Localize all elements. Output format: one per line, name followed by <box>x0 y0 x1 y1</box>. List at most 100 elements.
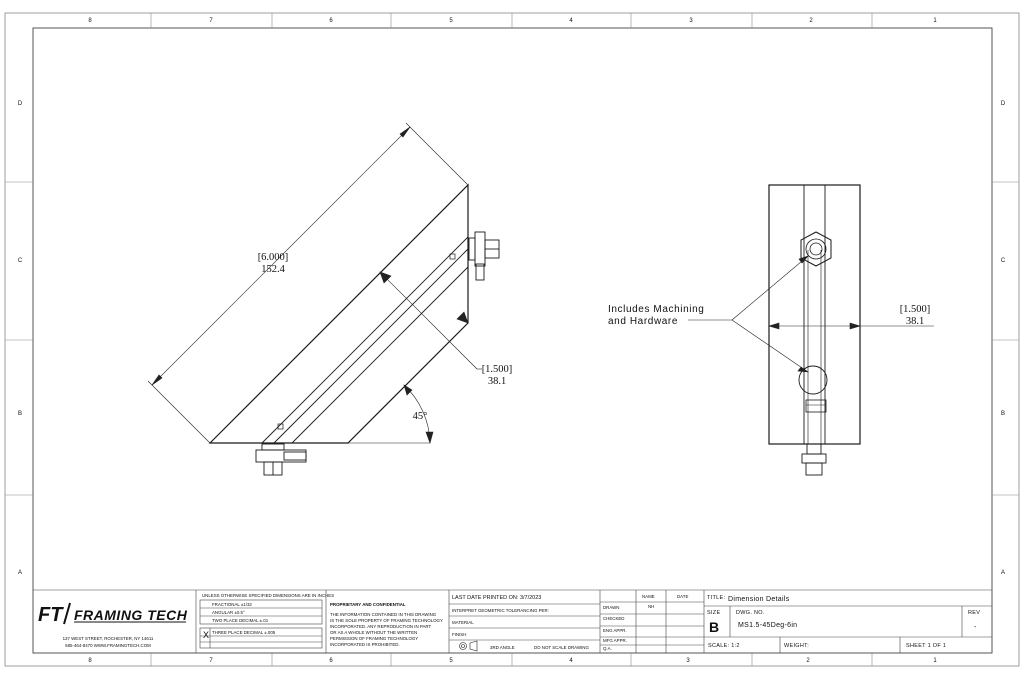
svg-text:DRAWN: DRAWN <box>603 605 619 610</box>
dim-length-mm: 152.4 <box>261 264 285 275</box>
zone-right-a: A <box>1001 570 1005 576</box>
arrow-angle-a <box>403 384 413 396</box>
note-leader-up <box>731 255 809 321</box>
bottom-bolt <box>255 443 307 476</box>
arrow-width-b <box>456 311 469 324</box>
zone-bottom-6: 6 <box>329 658 333 664</box>
tab-mark-bottom <box>277 423 284 430</box>
tolerance-text: UNLESS OTHERWISE SPECIFIED DIMENSIONS AR… <box>202 593 334 635</box>
svg-text:ENG APPR.: ENG APPR. <box>603 628 627 633</box>
svg-text:REV: REV <box>968 610 980 616</box>
note-line-2: and Hardware <box>608 316 678 327</box>
svg-text:TWO PLACE DECIMAL ±.01: TWO PLACE DECIMAL ±.01 <box>212 618 269 623</box>
dim-line-width <box>379 271 478 370</box>
dim-angle: 45° <box>413 411 428 422</box>
svg-text:IS THE SOLE PROPERTY OF FRAMIN: IS THE SOLE PROPERTY OF FRAMING TECHNOLO… <box>330 618 443 623</box>
svg-text:TITLE:: TITLE: <box>707 595 725 601</box>
third-angle-label: 3RD ANGLE <box>490 645 515 650</box>
left-view <box>208 183 500 476</box>
proprietary-notice: PROPRIETARY AND CONFIDENTIAL THE INFORMA… <box>330 602 443 647</box>
svg-text:NH: NH <box>648 604 654 609</box>
zone-bottom-7: 7 <box>209 658 213 664</box>
dim-width-mm: 38.1 <box>488 376 506 387</box>
extrusion-outline <box>208 183 469 444</box>
logo-mark: FT <box>38 604 64 626</box>
zone-top-2: 2 <box>809 18 813 24</box>
outer-border <box>4 12 1020 667</box>
lower-fastener <box>798 365 828 395</box>
last-printed: LAST DATE PRINTED ON: 3/7/2023 <box>452 595 541 601</box>
tab-mark-right <box>449 253 456 260</box>
zone-top-3: 3 <box>689 18 693 24</box>
svg-text:Q.A.: Q.A. <box>603 646 612 651</box>
zone-top-4: 4 <box>569 18 573 24</box>
zone-top-1: 1 <box>933 18 937 24</box>
svg-text:PERMISSION OF FRAMING TECHNOLO: PERMISSION OF FRAMING TECHNOLOGY <box>330 636 418 641</box>
slot-line-1 <box>261 236 469 444</box>
arrow-length-a <box>151 374 163 386</box>
zone-top-6: 6 <box>329 18 333 24</box>
finish-label: FINISH <box>452 632 466 637</box>
drawing-title: Dimension Details <box>728 596 790 603</box>
zone-right-d: D <box>1001 101 1006 107</box>
zone-left-b: B <box>18 411 22 417</box>
slot-detail <box>805 399 827 413</box>
svg-text:UNLESS OTHERWISE SPECIFIED DIM: UNLESS OTHERWISE SPECIFIED DIMENSIONS AR… <box>202 593 334 598</box>
nut-circle-outer <box>805 238 827 260</box>
scale: SCALE: 1:2 <box>708 643 740 649</box>
inner-border <box>32 27 993 654</box>
slot-line-3 <box>291 266 469 444</box>
svg-text:ANGULAR ±0.5°: ANGULAR ±0.5° <box>212 610 245 615</box>
dim-end-width-inch: [1.500] <box>900 304 931 315</box>
arrow-end-a <box>767 322 780 330</box>
svg-text:OR AS A WHOLE WITHOUT THE WRIT: OR AS A WHOLE WITHOUT THE WRITTEN <box>330 630 417 635</box>
note-line-1: Includes Machining <box>608 304 704 315</box>
right-view <box>768 184 861 476</box>
zone-top-5: 5 <box>449 18 453 24</box>
zone-bottom-3: 3 <box>686 658 690 664</box>
zone-ticks <box>5 13 1019 666</box>
zone-bottom-2: 2 <box>806 658 810 664</box>
svg-text:MFG APPR.: MFG APPR. <box>603 638 627 643</box>
print-block: LAST DATE PRINTED ON: 3/7/2023 INTERPRET… <box>452 595 589 652</box>
company-contact: 585-464-8470 WWW.FRAMINGTECH.COM <box>65 643 151 648</box>
revision: - <box>974 624 977 631</box>
company-logo: FT FRAMING TECH <box>36 600 188 626</box>
zone-right-c: C <box>1001 258 1006 264</box>
zone-bottom-4: 4 <box>569 658 573 664</box>
material-label: MATERIAL <box>452 620 474 625</box>
svg-text:CHECKED: CHECKED <box>603 616 624 621</box>
weight: WEIGHT: <box>784 643 809 649</box>
right-bolt <box>468 231 500 281</box>
dim-end-width-mm: 38.1 <box>906 316 924 327</box>
title-block <box>33 589 992 653</box>
dim-length-inch: [6.000] <box>258 252 289 263</box>
svg-text:SIZE: SIZE <box>707 610 720 616</box>
hex-nut <box>800 231 832 267</box>
arrow-end-b <box>849 322 862 330</box>
svg-text:DATE: DATE <box>677 594 688 599</box>
svg-text:DWG. NO.: DWG. NO. <box>736 610 765 616</box>
dim-line-length <box>151 126 411 386</box>
arrow-width-a <box>379 271 392 284</box>
logo-name: FRAMING TECH <box>74 607 188 623</box>
zone-labels: 8 7 6 5 4 3 2 1 8 7 6 5 4 3 2 1 D C B A … <box>18 18 1006 664</box>
sheet-number: SHEET 1 OF 1 <box>906 643 946 649</box>
arrow-angle-b <box>425 431 434 444</box>
svg-text:THREE PLACE DECIMAL ±.005: THREE PLACE DECIMAL ±.005 <box>212 630 276 635</box>
svg-text:NAME: NAME <box>642 594 655 599</box>
third-angle-symbol-icon <box>459 640 478 652</box>
company-address: 137 WEST STREET, ROCHESTER, NY 14611 <box>63 636 154 641</box>
zone-left-a: A <box>18 570 22 576</box>
note-leader-down <box>731 319 809 373</box>
interpret-label: INTERPRET GEOMETRIC TOLERANCING PER: <box>452 608 549 613</box>
zone-bottom-5: 5 <box>449 658 453 664</box>
nut-circle-inner <box>809 242 823 256</box>
zone-bottom-8: 8 <box>88 658 92 664</box>
arrow-length-b <box>399 126 411 138</box>
sheet-size: B <box>709 619 719 635</box>
svg-text:FRACTIONAL ±1/32: FRACTIONAL ±1/32 <box>212 602 252 607</box>
slot-line-2 <box>273 248 469 444</box>
svg-text:INCORPORATED. ANY REPRODUCTION: INCORPORATED. ANY REPRODUCTION IN PART <box>330 624 431 629</box>
